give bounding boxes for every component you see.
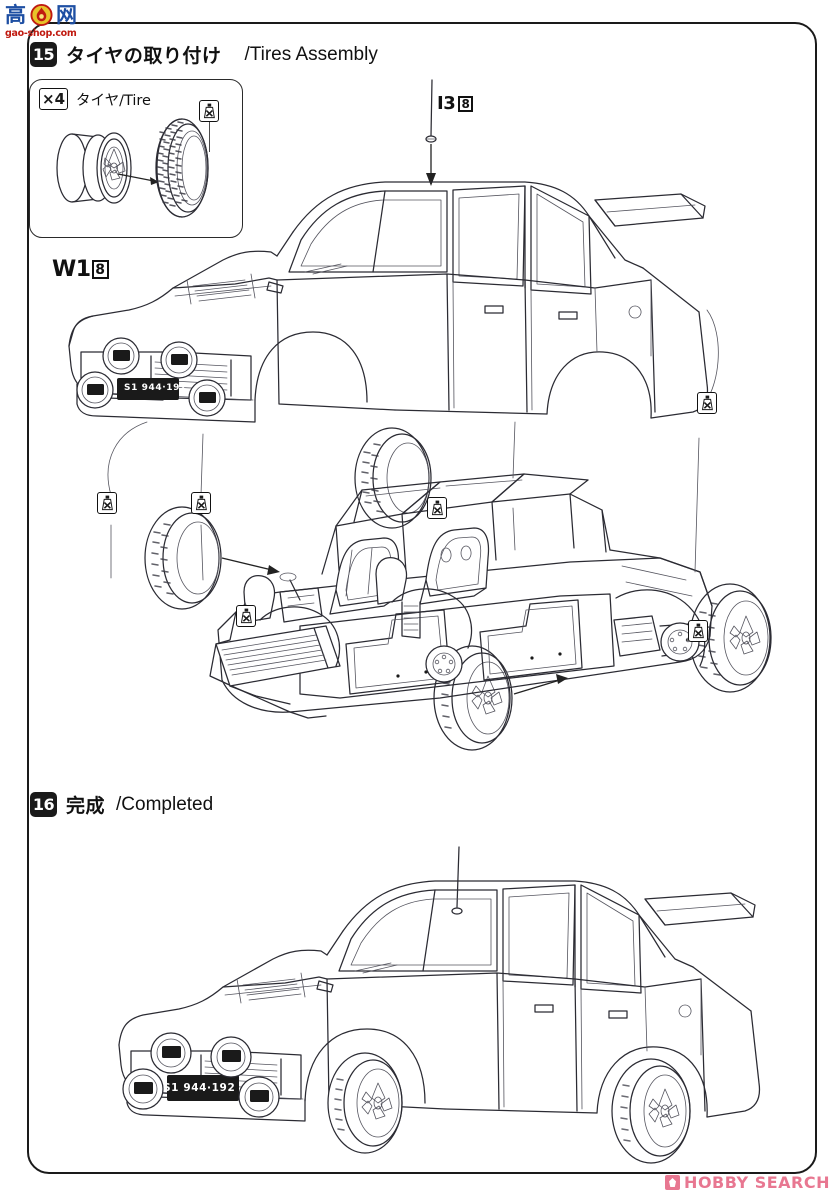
- step-16-title-en: /Completed: [116, 793, 214, 815]
- watermark-badge-icon: [30, 3, 53, 27]
- completed-rear-wheel: [611, 1058, 691, 1164]
- no-glue-icon-tirebox: [199, 100, 219, 122]
- roll-cage: [321, 473, 611, 585]
- step-16-number: 16: [30, 792, 57, 817]
- step-15-title-jp: タイヤの取り付け: [66, 45, 222, 67]
- assembly-arrow-rear-left: [513, 674, 568, 695]
- watermark-url: gao-shop.com: [5, 28, 77, 39]
- no-glue-icon-front-left-2: [191, 492, 211, 514]
- no-glue-leader-line: [209, 122, 210, 152]
- part-label-w1: W1 8: [52, 257, 109, 282]
- driving-lamps-completed: [122, 1032, 280, 1118]
- license-plate-top: S1 944·192: [124, 383, 187, 393]
- driving-lamps: [76, 337, 226, 417]
- step-15-header: 15 タイヤの取り付け /Tires Assembly: [30, 41, 378, 68]
- tire-assembly-illustration: [36, 106, 242, 234]
- wheel-rear-left-exploded: [433, 645, 513, 751]
- no-glue-icon-rear-quarter: [697, 392, 717, 414]
- step-16-title-jp: 完成: [66, 795, 106, 817]
- bucket-seats: [329, 527, 490, 615]
- body-to-chassis-leader-lines: [95, 309, 735, 660]
- engine-bay: [209, 556, 473, 719]
- step-15-title-en: /Tires Assembly: [244, 43, 378, 65]
- wheel-front-left: [354, 427, 432, 529]
- completed-car-illustration: [95, 845, 775, 1165]
- no-glue-icon-front-left: [97, 492, 117, 514]
- hobby-search-text: HOBBY SEARCH: [684, 1173, 830, 1192]
- assembly-arrow-front-left: [221, 557, 280, 575]
- wheel-front-left-exploded: [144, 506, 222, 610]
- license-plate-bottom: S1 944·192: [163, 1082, 236, 1094]
- watermark-gao-shop: 高 网 gao-shop.com: [4, 2, 82, 48]
- tire-subassembly-label: タイヤ/Tire: [76, 93, 151, 109]
- assembly-arrow: [117, 173, 160, 185]
- watermark-cjk-left: 高: [5, 3, 26, 27]
- step-15-number: 15: [30, 42, 57, 67]
- no-glue-icon-interior: [427, 497, 447, 519]
- tire-subassembly-box: ×4 タイヤ/Tire: [29, 79, 243, 282]
- watermark-cjk-right: 网: [56, 3, 77, 27]
- tire-quantity-badge: ×4: [39, 88, 69, 110]
- completed-front-wheel: [327, 1052, 403, 1154]
- part-label-i3: I3 8: [437, 93, 474, 114]
- chassis-illustration: [140, 427, 800, 760]
- step-16-header: 16 完成 /Completed: [30, 791, 213, 818]
- watermark-hobby-search: HOBBY SEARCH: [665, 1173, 830, 1192]
- hobby-search-mark-icon: [665, 1175, 681, 1190]
- no-glue-icon-engine-bay: [236, 605, 256, 627]
- no-glue-icon-rear-right: [688, 620, 708, 642]
